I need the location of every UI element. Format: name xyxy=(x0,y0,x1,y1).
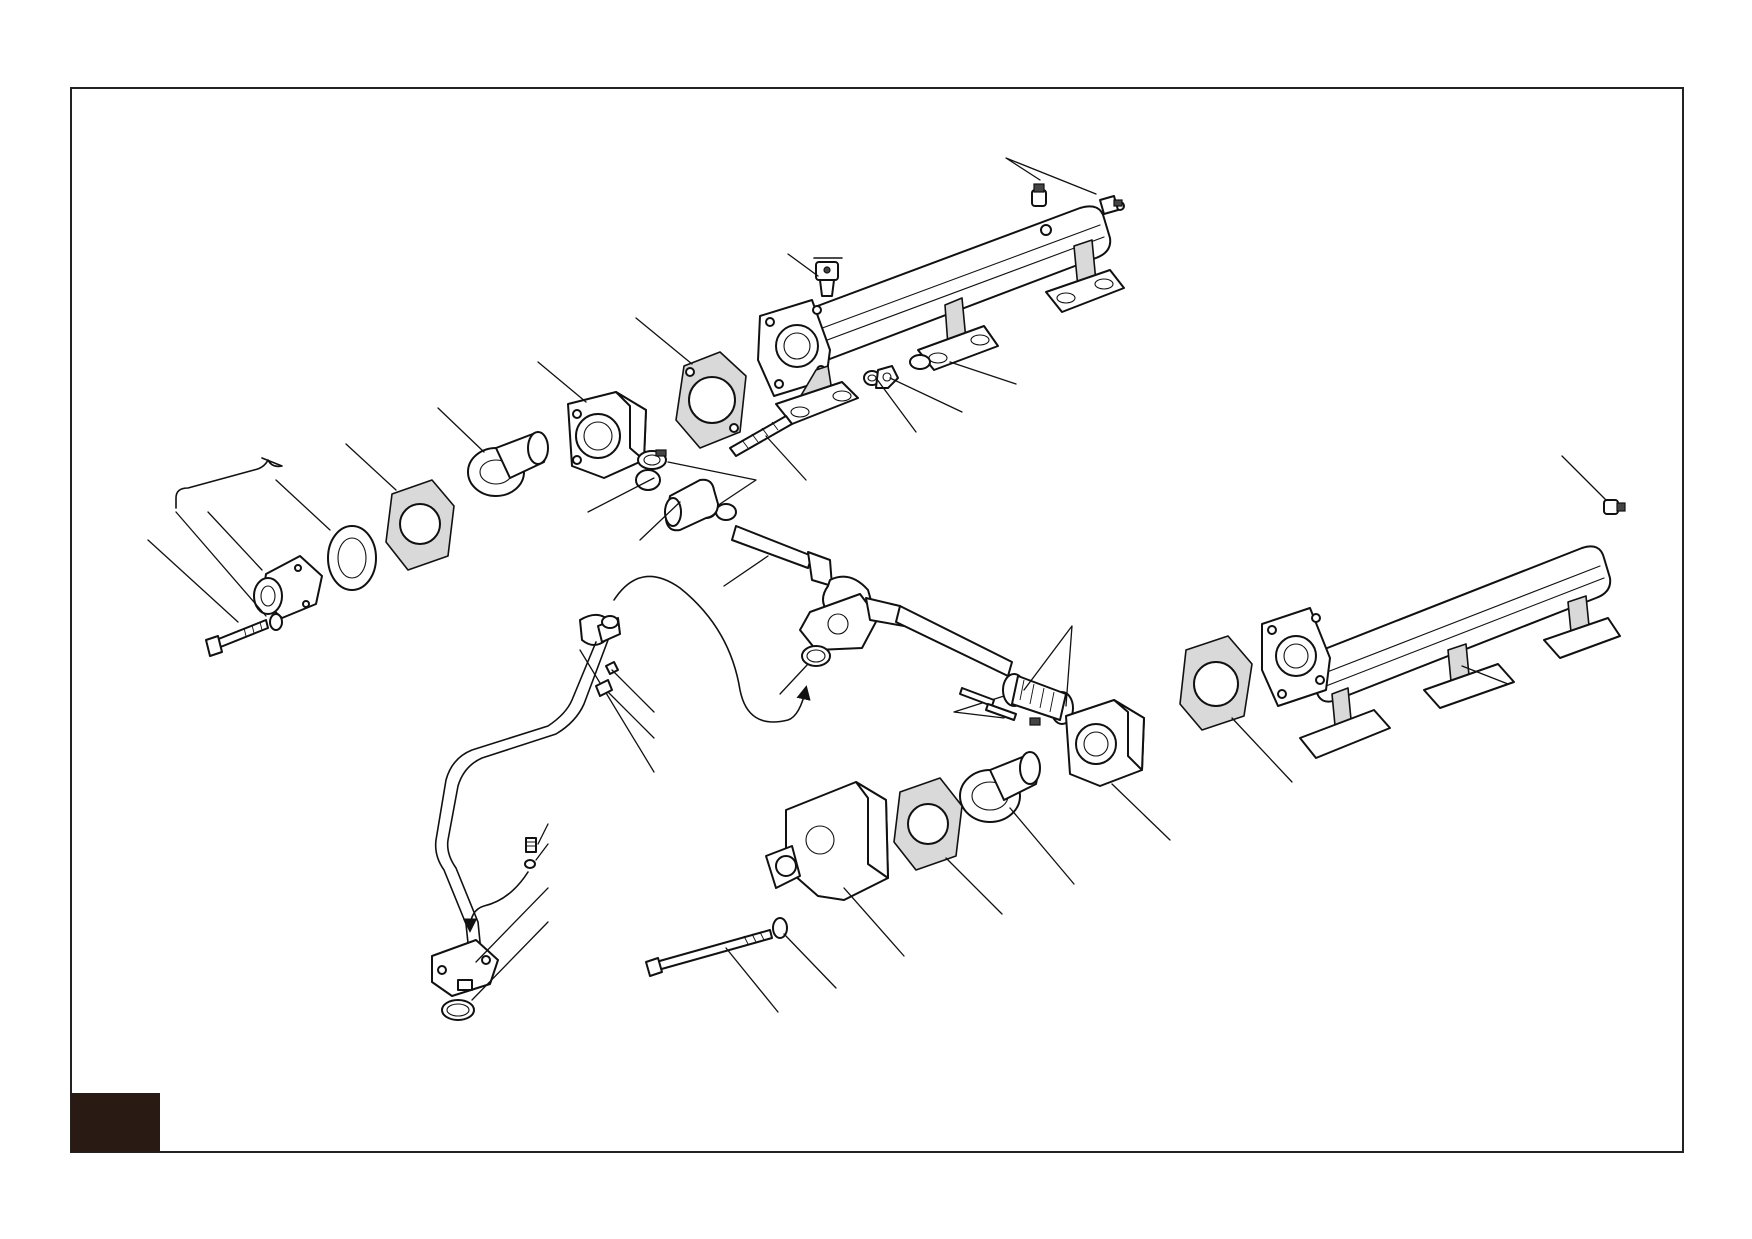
lower-plug xyxy=(1603,499,1626,515)
lower-plug-leader xyxy=(1561,455,1607,501)
lower-thermostat-leader xyxy=(1009,807,1075,885)
sensor-leader xyxy=(787,253,819,277)
lower-housing-leader xyxy=(1111,783,1171,841)
stud-leader xyxy=(765,435,807,481)
lower-thermostat xyxy=(959,751,1041,823)
o-ring-upper xyxy=(801,645,831,667)
lower-clamp-leaders xyxy=(953,625,1073,719)
clamp-leaders xyxy=(667,461,757,509)
left-gasket-leader xyxy=(345,443,397,491)
upper-thermostat-housing xyxy=(567,391,647,479)
crossover-pipe xyxy=(731,525,1013,677)
o-ring-upper-leader xyxy=(779,663,809,695)
inlet-flange xyxy=(253,555,323,619)
long-bolt-leaders xyxy=(725,933,837,1013)
stud-bolt xyxy=(729,415,793,457)
nut-leaders xyxy=(875,361,1017,433)
lower-inner-gasket-leader xyxy=(945,857,1003,915)
tube-screws-lower xyxy=(524,837,537,869)
lower-exhaust-manifold xyxy=(1261,545,1621,759)
upper-plugs xyxy=(1031,183,1123,215)
bracket-brace xyxy=(175,457,283,509)
bolt-leaders-left xyxy=(147,511,267,623)
upper-thermostat-leader xyxy=(437,407,485,453)
upper-thermostat xyxy=(467,431,549,497)
upper-gasket xyxy=(675,351,747,449)
crossover-pipe-leader xyxy=(723,555,769,587)
short-hose-leader xyxy=(639,501,681,541)
lower-manifold-leader xyxy=(1461,665,1509,685)
nut-and-washer xyxy=(863,354,931,389)
page-corner-tab xyxy=(71,1093,160,1152)
plug-leader-lines xyxy=(1005,157,1097,195)
upper-gasket-leader xyxy=(635,317,693,365)
upper-housing-leader xyxy=(537,361,587,403)
tube-screw-leaders-upper xyxy=(607,669,655,739)
lower-gasket xyxy=(1179,635,1253,731)
tube-leader xyxy=(579,649,655,773)
lower-thermostat-housing xyxy=(1065,699,1145,787)
o-ring-lower-leader xyxy=(471,921,549,1001)
sensor-valve-icon xyxy=(813,257,843,297)
seal-ring xyxy=(327,525,377,591)
small-bolts xyxy=(959,687,1017,721)
long-through-bolt xyxy=(645,917,788,977)
upper-clamp-leader xyxy=(587,477,655,513)
left-bolt xyxy=(205,613,283,657)
lower-inner-gasket xyxy=(893,777,963,871)
upper-exhaust-manifold xyxy=(757,201,1125,425)
water-pump-housing xyxy=(765,781,889,901)
tube-screw-leaders-lower xyxy=(475,823,549,963)
seal-ring-leader xyxy=(275,479,331,531)
short-hose xyxy=(664,478,719,532)
lower-gasket-leader xyxy=(1231,717,1293,783)
inlet-flange-leader xyxy=(207,511,263,571)
flow-arrow-upper xyxy=(613,575,811,723)
left-gasket xyxy=(385,479,455,571)
o-ring-lower xyxy=(441,999,475,1021)
water-pump-leader xyxy=(843,887,905,957)
drawing-frame xyxy=(70,87,1684,1153)
coolant-transfer-tube xyxy=(431,613,621,997)
tube-screws-upper xyxy=(595,661,619,697)
flow-arrow-lower xyxy=(462,871,529,933)
